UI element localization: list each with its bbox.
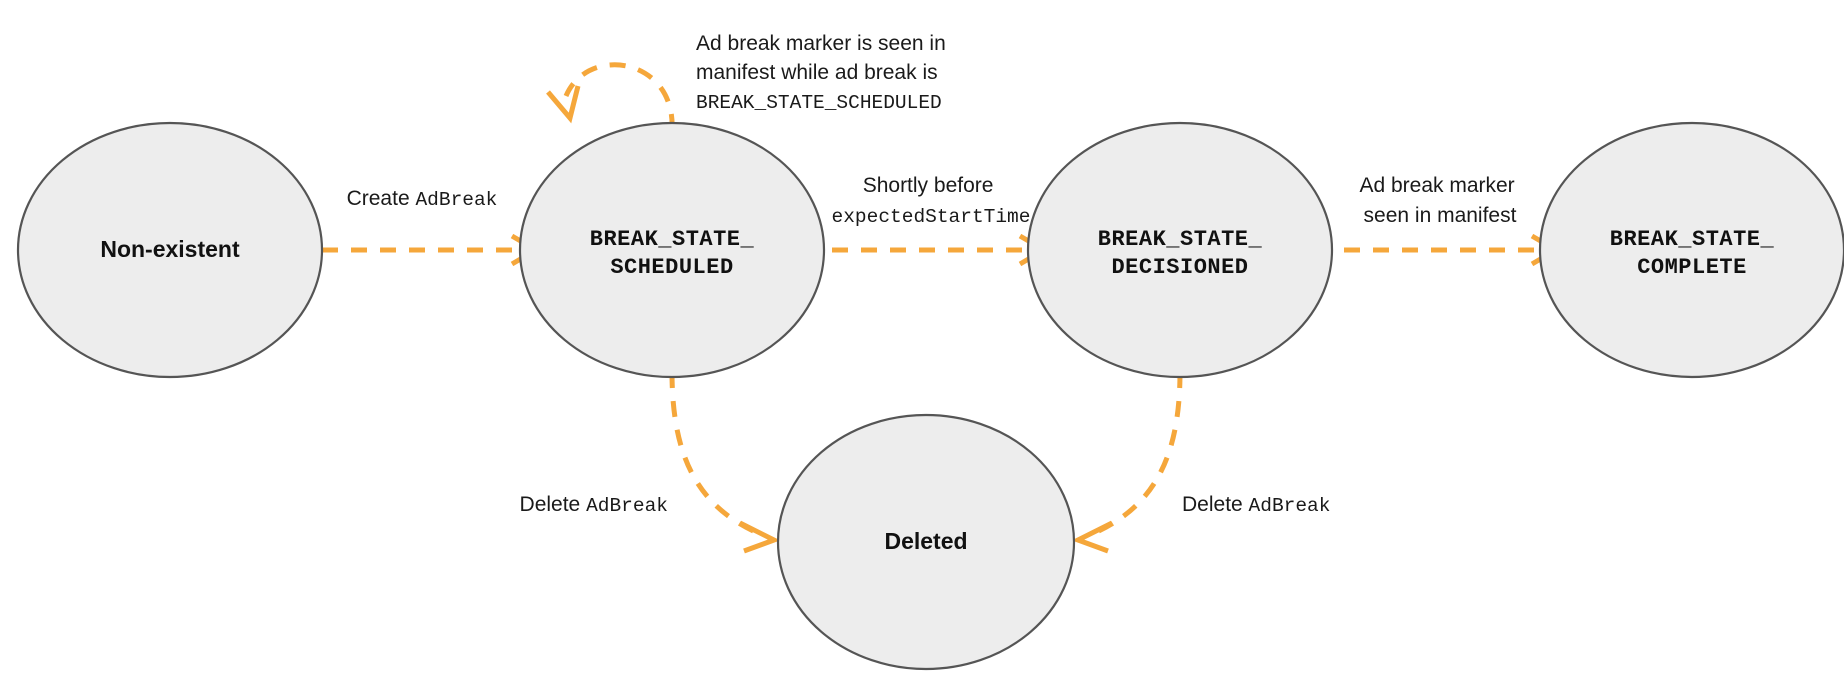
edge-label-create-adbreak: Create AdBreak	[347, 187, 498, 211]
edge-delete-left-arrowhead	[738, 520, 781, 554]
edge-label-marker-line1: Ad break marker	[1359, 174, 1514, 197]
node-deleted[interactable]: Deleted	[776, 413, 1076, 671]
edge-delete-adbreak-from-decisioned	[1071, 371, 1183, 554]
node-break-state-complete-shape[interactable]	[1538, 121, 1844, 379]
edge-shortly-before-expected-start-time	[832, 233, 1049, 267]
node-break-state-scheduled-shape[interactable]	[518, 121, 826, 379]
node-break-state-decisioned-label-line1: BREAK_STATE_	[1098, 227, 1263, 252]
edge-label-marker-seen-in-manifest: Ad break marker seen in manifest	[1359, 174, 1520, 227]
node-break-state-complete-label-line1: BREAK_STATE_	[1610, 227, 1775, 252]
edge-label-create-adbreak-sans: Create	[347, 187, 416, 210]
edge-create-adbreak	[322, 233, 541, 267]
node-deleted-shape[interactable]	[776, 413, 1076, 671]
edge-label-create-adbreak-mono: AdBreak	[415, 189, 497, 211]
edge-label-delete-right-mono: AdBreak	[1249, 495, 1331, 517]
edge-delete-right-arrowhead	[1071, 520, 1114, 554]
edge-label-shortly-before: Shortly before expectedStartTime	[832, 174, 1031, 228]
edge-label-loop-line3: BREAK_STATE_SCHEDULED	[696, 92, 942, 114]
node-break-state-scheduled-label-line2: SCHEDULED	[610, 255, 733, 280]
edge-label-delete-right-sans: Delete	[1182, 493, 1249, 516]
edge-label-delete-left-sans: Delete	[520, 493, 587, 516]
edge-self-loop-arrowhead	[546, 85, 581, 124]
edge-delete-right-path	[1091, 371, 1183, 537]
node-deleted-label: Deleted	[884, 528, 967, 554]
edge-delete-left-path	[669, 371, 761, 537]
edge-delete-adbreak-from-scheduled	[669, 371, 781, 554]
edge-label-loop-line1: Ad break marker is seen in	[696, 32, 946, 55]
node-break-state-scheduled-label-line1: BREAK_STATE_	[590, 227, 755, 252]
edge-label-delete-left-mono: AdBreak	[586, 495, 668, 517]
edge-label-loop-line2: manifest while ad break is	[696, 61, 938, 84]
node-non-existent[interactable]: Non-existent	[16, 121, 324, 379]
node-break-state-decisioned-shape[interactable]	[1026, 121, 1334, 379]
edge-label-delete-adbreak-right: Delete AdBreak	[1182, 493, 1330, 517]
node-break-state-scheduled[interactable]: BREAK_STATE_ SCHEDULED	[518, 121, 826, 379]
edge-label-delete-adbreak-left: Delete AdBreak	[520, 493, 668, 517]
node-break-state-complete-label-line2: COMPLETE	[1637, 255, 1747, 280]
node-non-existent-label: Non-existent	[100, 236, 240, 262]
node-break-state-complete[interactable]: BREAK_STATE_ COMPLETE	[1538, 121, 1844, 379]
edge-self-loop-path	[563, 62, 675, 131]
node-break-state-decisioned-label-line2: DECISIONED	[1111, 255, 1248, 280]
edge-label-marker-line2: seen in manifest	[1364, 204, 1517, 227]
node-break-state-decisioned[interactable]: BREAK_STATE_ DECISIONED	[1026, 121, 1334, 379]
edge-marker-seen-while-scheduled	[546, 62, 675, 131]
edge-label-marker-seen-while-scheduled: Ad break marker is seen in manifest whil…	[696, 32, 952, 114]
edge-label-shortly-line2: expectedStartTime	[832, 206, 1031, 228]
edge-marker-seen-in-manifest	[1344, 233, 1561, 267]
edge-label-shortly-line1: Shortly before	[863, 174, 994, 197]
node-non-existent-shape[interactable]	[16, 121, 324, 379]
